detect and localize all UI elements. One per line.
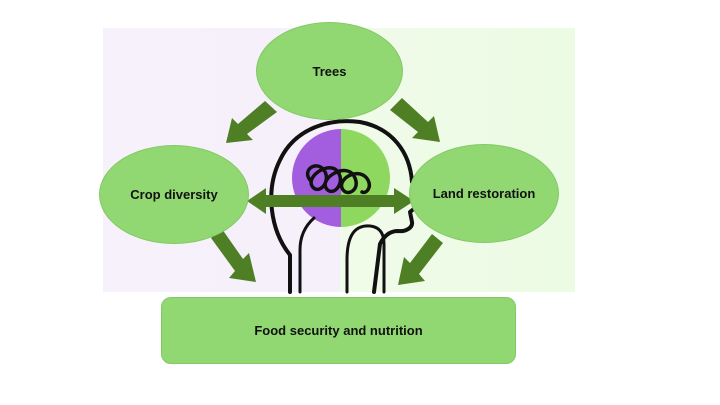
node-land-restoration-label: Land restoration [432,186,536,201]
node-land-restoration: Land restoration [409,144,559,243]
node-food-security: Food security and nutrition [161,297,516,364]
node-crop-diversity-label: Crop diversity [130,187,218,202]
arrow-crop-land-bidirectional [247,188,414,214]
node-trees: Trees [256,22,403,120]
arrow-land-to-food [398,234,443,285]
node-food-security-label: Food security and nutrition [254,323,423,338]
arrow-trees-to-crop [226,101,277,143]
arrow-crop-to-food [211,229,256,282]
node-trees-label: Trees [312,63,347,79]
node-crop-diversity: Crop diversity [99,145,249,244]
arrow-trees-to-land [390,98,440,142]
